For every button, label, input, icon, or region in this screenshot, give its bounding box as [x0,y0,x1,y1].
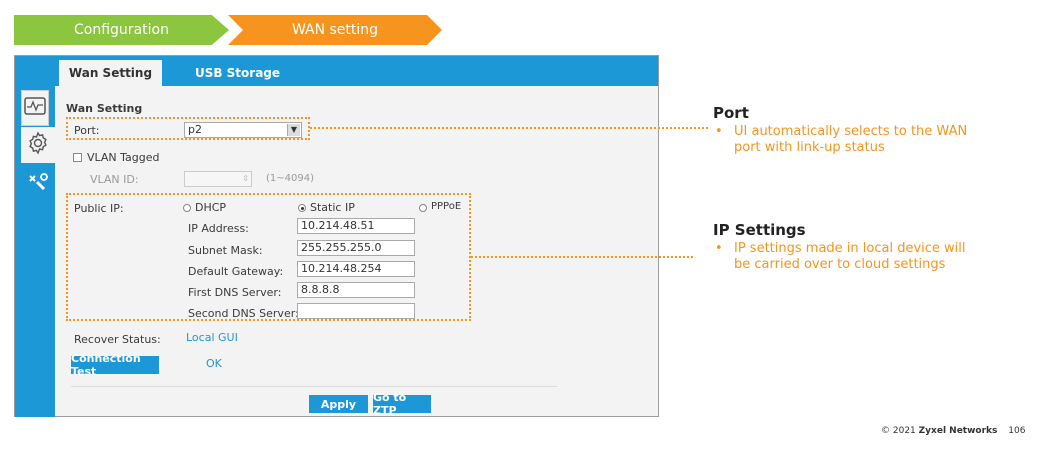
port-note-text: UI automatically selects to the WAN port… [734,124,968,155]
sidebar-item-maintenance[interactable] [21,166,55,202]
vlan-range-hint: (1~4094) [266,173,314,184]
apply-button[interactable]: Apply [309,395,368,413]
tab-usb-storage-label: USB Storage [194,66,281,80]
default-gateway-label: Default Gateway: [188,265,284,278]
subnet-mask-input[interactable]: 255.255.255.0 [297,240,415,256]
ip-address-input[interactable]: 10.214.48.51 [297,218,415,234]
footer-copyright: © 2021 [881,426,916,436]
port-select-value: p2 [188,123,202,136]
tab-wan-setting-label: Wan Setting [68,66,153,80]
port-note-title: Port [713,104,749,122]
port-label: Port: [74,124,100,137]
radio-dhcp[interactable] [183,204,191,212]
vlan-tagged-label: VLAN Tagged [87,151,160,164]
divider [71,386,557,387]
second-dns-input[interactable] [297,303,415,319]
port-note: • UI automatically selects to the WAN po… [715,124,975,156]
radio-static-ip[interactable] [298,204,306,212]
bullet: • [715,124,723,139]
bullet: • [715,241,723,256]
section-title: Wan Setting [66,102,143,115]
ip-note-title: IP Settings [713,221,806,239]
sidebar-item-configuration[interactable] [21,127,55,163]
ip-note-text: IP settings made in local device will be… [734,241,966,272]
footer-company: Zyxel Networks [918,426,998,436]
connection-test-button[interactable]: Connection Test [71,352,159,378]
monitor-icon [24,97,46,119]
vlan-id-label: VLAN ID: [90,173,139,186]
ip-connector [471,256,693,258]
breadcrumb-configuration: Configuration [14,15,229,45]
wan-setting-panel: Wan Setting USB Storage Wan Setting Port… [14,55,659,417]
radio-pppoe[interactable] [419,204,427,212]
footer: © 2021 Zyxel Networks 106 [881,426,1025,436]
second-dns-label: Second DNS Server: [188,307,299,320]
port-highlight [66,117,310,140]
port-select[interactable]: p2 ▼ [184,122,302,138]
ip-address-label: IP Address: [188,222,249,235]
radio-static-ip-label: Static IP [310,201,355,214]
subnet-mask-label: Subnet Mask: [188,244,263,257]
port-connector [310,127,708,129]
public-ip-label: Public IP: [74,202,124,215]
gear-icon [26,131,50,159]
chevron-down-icon: ▼ [287,124,300,136]
first-dns-label: First DNS Server: [188,286,282,299]
recover-status-value: Local GUI [186,331,238,344]
vlan-tagged-checkbox[interactable] [73,153,82,162]
page-number: 106 [1008,426,1026,436]
first-dns-input[interactable]: 8.8.8.8 [297,282,415,298]
spinner-icon: ⇳ [242,174,249,183]
tab-usb-storage[interactable]: USB Storage [180,60,295,86]
recover-status-label: Recover Status: [74,333,161,346]
sidebar [15,86,55,417]
radio-pppoe-label: PPPoE [431,201,462,212]
breadcrumb-wan-setting-label: WAN setting [291,22,379,38]
radio-dhcp-label: DHCP [195,201,227,214]
vlan-id-input[interactable]: ⇳ [184,171,252,187]
go-to-ztp-button[interactable]: Go to ZTP [373,391,431,417]
sidebar-item-monitor[interactable] [21,90,49,126]
breadcrumb-wan-setting: WAN setting [228,15,442,45]
tab-wan-setting[interactable]: Wan Setting [59,60,162,86]
default-gateway-input[interactable]: 10.214.48.254 [297,261,415,277]
ip-highlight [66,193,471,321]
breadcrumb-configuration-label: Configuration [74,22,169,38]
connection-test-result: OK [206,357,222,370]
ip-note: • IP settings made in local device will … [715,241,985,273]
tools-icon [27,172,49,196]
